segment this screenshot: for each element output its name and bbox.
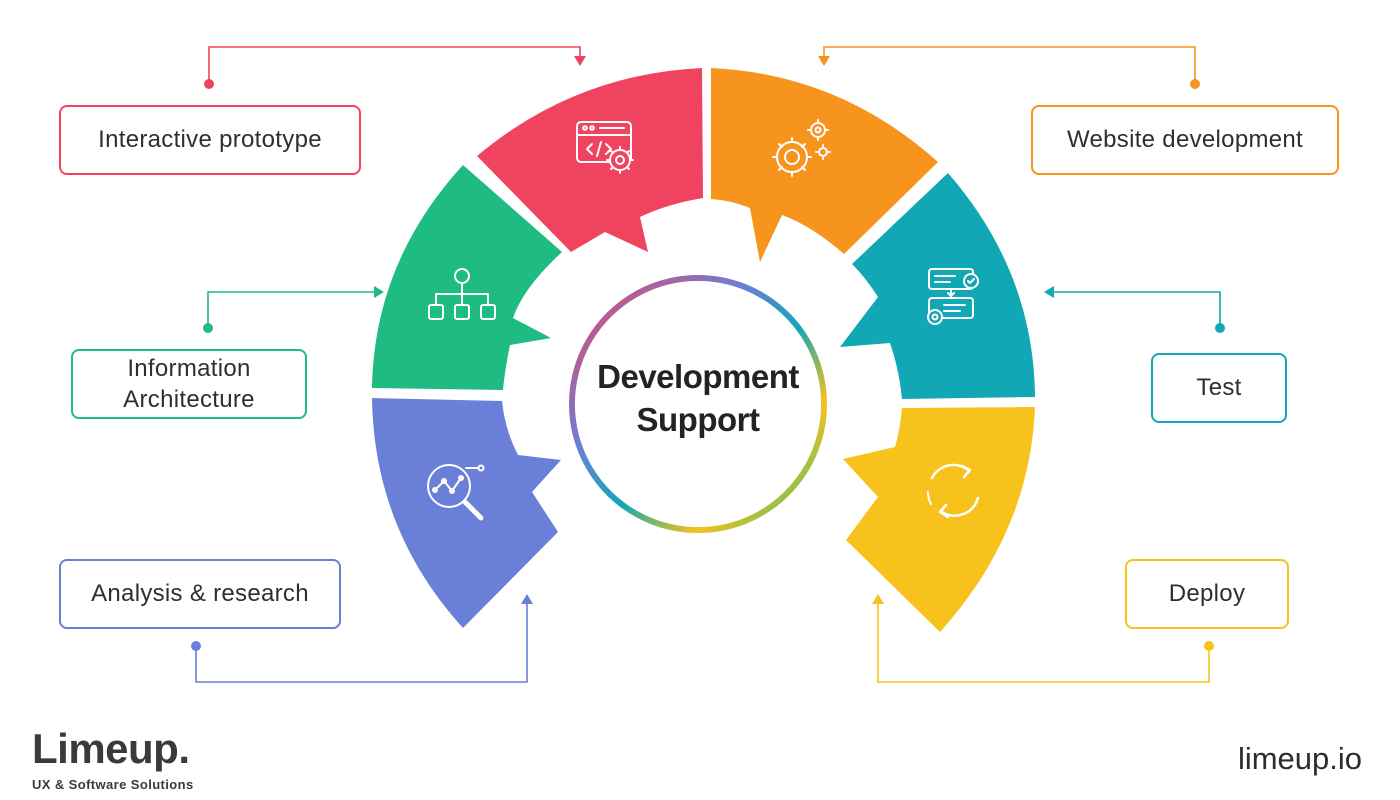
center-circle <box>575 281 821 527</box>
sitemap-icon <box>428 268 496 320</box>
segment-website <box>711 68 938 262</box>
label-text: Test <box>1196 374 1242 402</box>
segment-deploy <box>843 407 1035 632</box>
brand-name: Limeup. <box>32 725 190 772</box>
label-analysis-research: Analysis & research <box>59 559 341 629</box>
site-url-link[interactable]: limeup.io <box>1237 741 1362 776</box>
label-text: Deploy <box>1168 580 1246 608</box>
label-interactive-prototype: Interactive prototype <box>59 105 361 175</box>
segment-test <box>840 173 1035 399</box>
connector-ia <box>203 286 384 333</box>
connector-test <box>1044 286 1225 333</box>
gears-icon <box>772 119 831 177</box>
connector-prototype <box>204 46 586 89</box>
center-title-line2: Support <box>636 401 760 438</box>
label-text: Interactive prototype <box>98 126 322 154</box>
brand-tagline: UX & Software Solutions <box>32 777 194 792</box>
label-website-development: Website development <box>1031 105 1339 175</box>
label-text: Analysis & research <box>91 580 309 608</box>
segment-analysis <box>372 398 561 628</box>
checklist-gear-icon <box>927 268 979 325</box>
center-ring <box>569 275 827 533</box>
brand-logo[interactable]: Limeup. UX & Software Solutions <box>32 725 194 792</box>
label-text: Website development <box>1066 126 1304 154</box>
segment-prototype <box>477 68 703 252</box>
center-title-line1: Development <box>597 358 799 395</box>
refresh-cycle-icon <box>926 463 980 519</box>
label-test: Test <box>1151 353 1287 423</box>
center-title: Development Support <box>578 355 818 441</box>
connector-deploy <box>872 594 1214 683</box>
label-information-architecture: Information Architecture <box>71 349 307 419</box>
label-text: Information Architecture <box>123 354 255 413</box>
label-deploy: Deploy <box>1125 559 1289 629</box>
connector-website <box>818 46 1200 89</box>
segment-ia <box>372 165 562 390</box>
code-window-gear-icon <box>576 121 634 174</box>
connector-analysis <box>191 594 533 683</box>
magnifier-chart-icon <box>427 464 485 521</box>
